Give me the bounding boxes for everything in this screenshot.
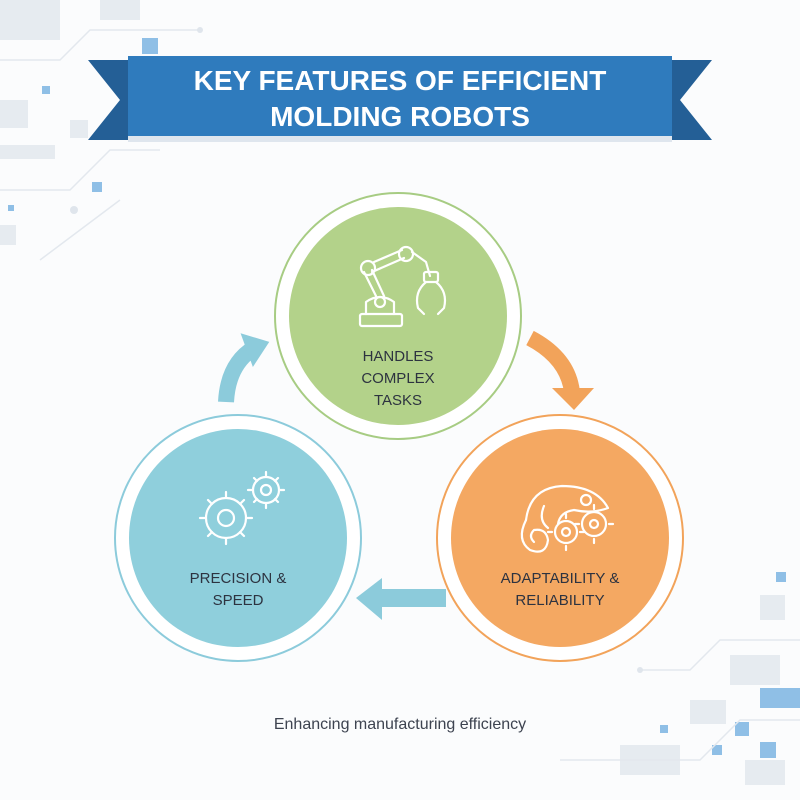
title-banner <box>88 56 712 142</box>
arrow-right-to-left <box>356 578 446 620</box>
feature-label-adaptability-reliability: ADAPTABILITY & RELIABILITY <box>470 568 650 612</box>
robot-arm-icon <box>358 245 447 328</box>
chameleon-gears-icon <box>520 484 615 553</box>
feature-label-precision-speed: PRECISION & SPEED <box>158 568 318 612</box>
feature-label-line: COMPLEX <box>361 370 435 387</box>
footer-subtitle: Enhancing manufacturing efficiency <box>273 716 527 733</box>
feature-node-handles-complex-tasks <box>274 192 522 440</box>
feature-label-line: RELIABILITY <box>515 592 605 609</box>
feature-node-adaptability-reliability <box>436 414 684 662</box>
feature-label-line: HANDLES <box>362 348 434 365</box>
feature-node-precision-speed <box>114 414 362 662</box>
title-line-1: KEY FEATURES OF EFFICIENT <box>193 65 607 96</box>
arrow-left-to-top <box>218 333 270 403</box>
title-line-2: MOLDING ROBOTS <box>270 101 530 132</box>
page-title: KEY FEATURES OF EFFICIENT MOLDING ROBOTS <box>140 60 660 138</box>
feature-label-line: ADAPTABILITY & <box>500 570 620 587</box>
feature-label-line: TASKS <box>373 392 423 409</box>
arrow-top-to-right <box>526 330 594 410</box>
feature-label-line: PRECISION & <box>189 570 287 587</box>
gears-icon <box>198 470 286 546</box>
feature-label-handles-complex-tasks: HANDLES COMPLEX TASKS <box>318 346 478 412</box>
feature-label-line: SPEED <box>212 592 264 609</box>
